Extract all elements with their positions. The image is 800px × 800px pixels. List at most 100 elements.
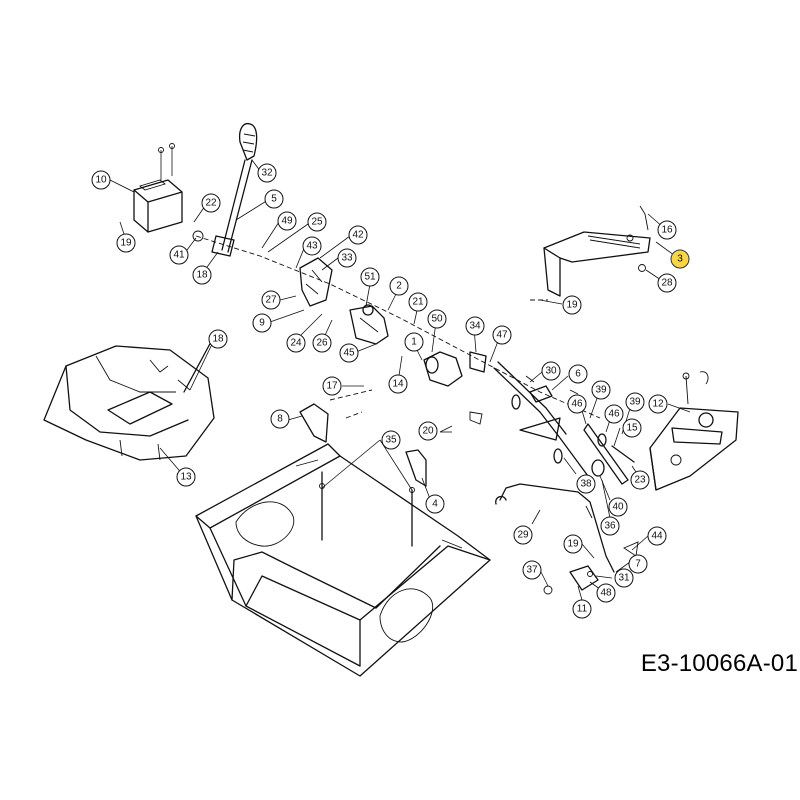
- callout-47: 47: [492, 325, 512, 345]
- callout-34: 34: [465, 316, 485, 336]
- svg-text:46: 46: [571, 399, 583, 410]
- callout-13: 13: [176, 467, 196, 487]
- callout-41: 41: [169, 245, 189, 265]
- svg-text:39: 39: [595, 385, 607, 396]
- svg-text:29: 29: [517, 530, 529, 541]
- svg-text:20: 20: [422, 426, 434, 437]
- callout-15: 15: [622, 418, 642, 438]
- callout-12: 12: [648, 394, 668, 414]
- svg-text:45: 45: [343, 348, 355, 359]
- callout-30: 30: [541, 361, 561, 381]
- callout-23: 23: [630, 470, 650, 490]
- svg-text:4: 4: [432, 499, 438, 510]
- callout-22: 22: [201, 193, 221, 213]
- callout-10: 10: [91, 170, 111, 190]
- svg-text:3: 3: [677, 254, 683, 265]
- svg-text:34: 34: [469, 321, 481, 332]
- svg-text:22: 22: [205, 198, 217, 209]
- svg-text:44: 44: [651, 531, 663, 542]
- callout-44: 44: [647, 526, 667, 546]
- svg-text:7: 7: [635, 559, 641, 570]
- svg-text:19: 19: [120, 238, 132, 249]
- callout-14: 14: [388, 374, 408, 394]
- chassis-frame-drawing: [195, 443, 491, 677]
- svg-text:17: 17: [326, 381, 338, 392]
- callout-11: 11: [572, 599, 592, 619]
- svg-text:8: 8: [277, 414, 283, 425]
- svg-text:26: 26: [316, 338, 328, 349]
- callout-8: 8: [270, 409, 290, 429]
- callout-5: 5: [264, 189, 284, 209]
- svg-text:25: 25: [311, 217, 323, 228]
- upper-right-bracket-drawing: [530, 205, 651, 301]
- callout-18-rear: 18: [208, 329, 228, 349]
- callout-50: 50: [427, 309, 447, 329]
- svg-text:18: 18: [212, 334, 224, 345]
- svg-text:51: 51: [364, 272, 376, 283]
- svg-text:30: 30: [545, 366, 557, 377]
- shift-lever-drawing: [211, 122, 258, 257]
- svg-text:27: 27: [265, 295, 277, 306]
- callout-28: 28: [657, 273, 677, 293]
- svg-text:49: 49: [281, 216, 293, 227]
- callout-45: 45: [339, 343, 359, 363]
- callout-46: 46: [567, 394, 587, 414]
- svg-text:28: 28: [661, 278, 673, 289]
- callout-37: 37: [522, 560, 542, 580]
- lower-cable-drawing: [495, 483, 639, 595]
- callout-19-lower: 19: [563, 534, 583, 554]
- svg-text:9: 9: [259, 318, 265, 329]
- svg-text:11: 11: [577, 604, 588, 615]
- callout-40: 40: [608, 497, 628, 517]
- svg-text:33: 33: [341, 253, 353, 264]
- svg-text:15: 15: [626, 423, 638, 434]
- callout-49: 49: [277, 211, 297, 231]
- callout-27: 27: [261, 290, 281, 310]
- svg-text:24: 24: [290, 338, 302, 349]
- svg-text:19: 19: [567, 539, 579, 550]
- svg-text:2: 2: [396, 281, 402, 292]
- callout-7: 7: [628, 554, 648, 574]
- svg-text:10: 10: [95, 175, 107, 186]
- callout-4: 4: [425, 494, 445, 514]
- lever-box-drawing: [133, 143, 183, 233]
- svg-text:21: 21: [412, 297, 424, 308]
- callout-17: 17: [322, 376, 342, 396]
- callout-18: 18: [192, 265, 212, 285]
- callout-24: 24: [286, 333, 306, 353]
- callout-6: 6: [568, 364, 588, 384]
- svg-text:14: 14: [392, 379, 404, 390]
- svg-text:31: 31: [618, 573, 630, 584]
- svg-text:1: 1: [411, 337, 417, 348]
- linkage-shaft-drawing: [192, 230, 601, 419]
- svg-text:23: 23: [634, 475, 646, 486]
- svg-text:19: 19: [566, 300, 578, 311]
- callout-2: 2: [389, 276, 409, 296]
- svg-text:40: 40: [612, 502, 624, 513]
- svg-text:43: 43: [306, 241, 318, 252]
- callout-38: 38: [576, 474, 596, 494]
- svg-text:39: 39: [629, 397, 641, 408]
- svg-text:47: 47: [496, 330, 508, 341]
- callout-26: 26: [312, 333, 332, 353]
- svg-text:46: 46: [608, 409, 620, 420]
- callout-36: 36: [600, 516, 620, 536]
- callout-39-b: 39: [625, 392, 645, 412]
- callout-19: 19: [116, 233, 136, 253]
- callout-48: 48: [596, 583, 616, 603]
- callout-16: 16: [657, 220, 677, 240]
- callout-3: 3: [670, 249, 690, 269]
- callout-35: 35: [381, 430, 401, 450]
- callout-29: 29: [513, 525, 533, 545]
- callout-33: 33: [337, 248, 357, 268]
- callout-1: 1: [404, 332, 424, 352]
- svg-text:50: 50: [431, 314, 443, 325]
- figure-code: E3-10066A-01: [640, 650, 798, 677]
- callout-19-upper: 19: [562, 295, 582, 315]
- callout-32: 32: [257, 163, 277, 183]
- svg-text:48: 48: [600, 588, 612, 599]
- svg-text:36: 36: [604, 521, 616, 532]
- svg-text:5: 5: [271, 194, 277, 205]
- svg-text:41: 41: [173, 250, 185, 261]
